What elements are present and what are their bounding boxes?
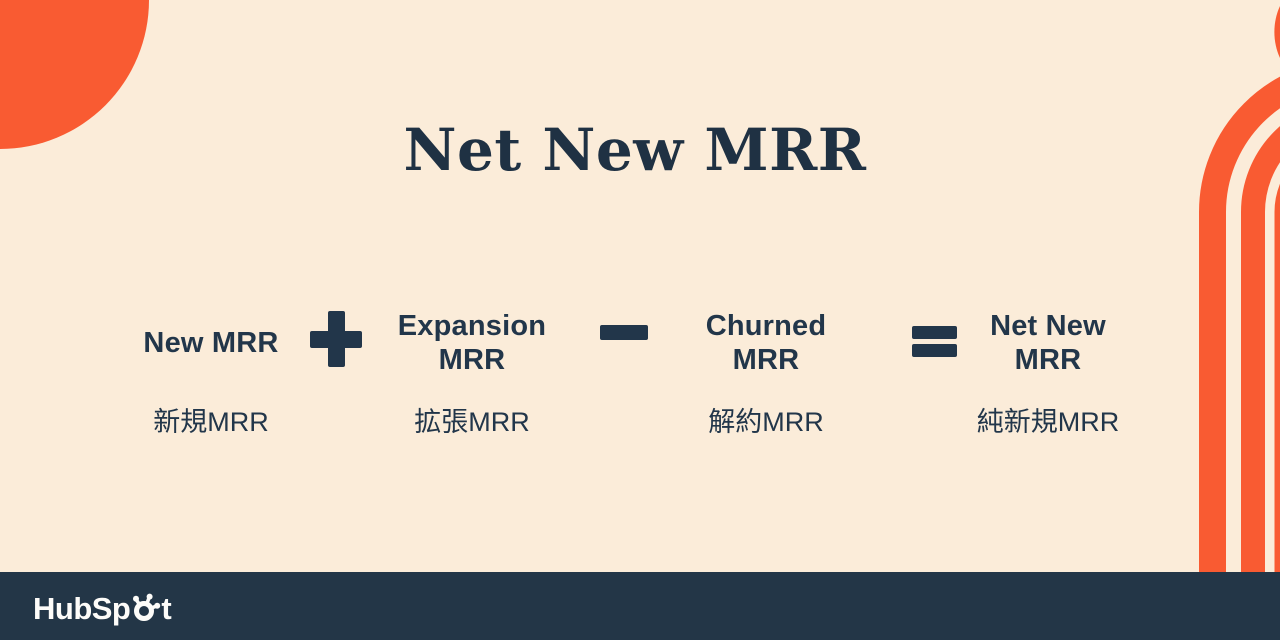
term-net-new-mrr-label: Net New MRR bbox=[990, 310, 1106, 376]
term-expansion-mrr: Expansion MRR 拡張MRR bbox=[347, 305, 597, 439]
hubspot-logo-text-prefix: HubSp bbox=[33, 591, 131, 626]
term-churned-mrr-ja-label: 解約MRR bbox=[708, 407, 824, 437]
term-new-mrr-label: New MRR bbox=[143, 327, 279, 359]
plus-operator-icon bbox=[310, 311, 362, 367]
term-churned-mrr: Churned MRR 解約MRR bbox=[641, 305, 891, 439]
hubspot-sprocket-icon bbox=[132, 593, 161, 621]
term-churned-mrr-label: Churned MRR bbox=[705, 310, 827, 376]
minus-operator-icon bbox=[600, 325, 648, 340]
footer-bar: HubSp t bbox=[0, 572, 1280, 640]
equals-operator-icon bbox=[912, 326, 957, 357]
term-expansion-mrr-ja-label: 拡張MRR bbox=[414, 407, 530, 437]
term-expansion-mrr-label: Expansion MRR bbox=[397, 310, 547, 376]
hubspot-logo: HubSp t bbox=[33, 585, 172, 627]
term-net-new-mrr-ja-label: 純新規MRR bbox=[976, 407, 1120, 437]
term-new-mrr: New MRR 新規MRR bbox=[86, 305, 336, 439]
arch-stripes-decoration bbox=[1199, 6, 1280, 640]
term-new-mrr-ja-label: 新規MRR bbox=[153, 407, 269, 437]
term-net-new-mrr: Net New MRR 純新規MRR bbox=[923, 305, 1173, 439]
hubspot-logo-text-suffix: t bbox=[161, 591, 172, 626]
page-title: Net New MRR bbox=[403, 116, 867, 184]
